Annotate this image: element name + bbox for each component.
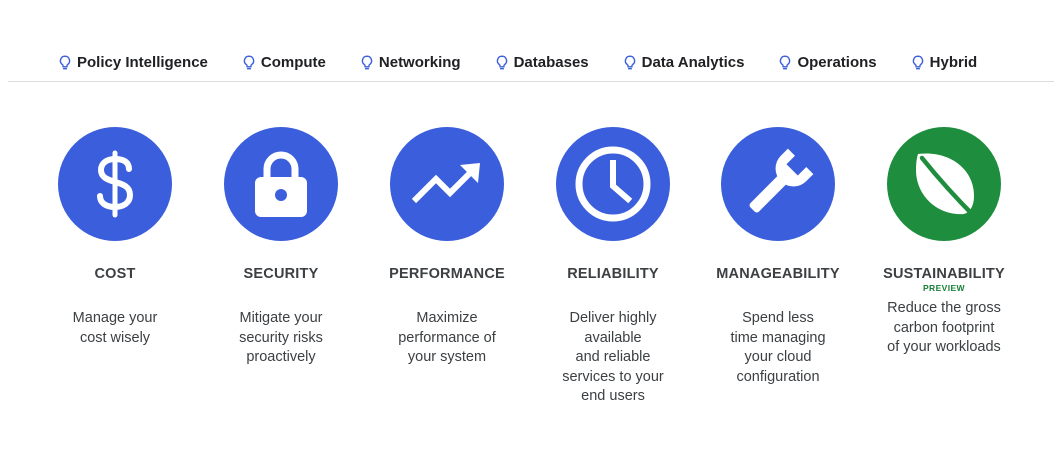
description-line: your cloud — [744, 349, 812, 365]
lightbulb-icon — [911, 54, 925, 71]
pillar-description: Mitigate your security risks proactively — [216, 309, 346, 368]
description-line: your system — [407, 349, 487, 365]
pillar-title: SUSTAINABILITY — [883, 266, 1005, 282]
leaf-icon — [916, 153, 979, 221]
description-line: carbon footprint — [893, 319, 995, 336]
description-line: Reduce the gross — [887, 300, 1001, 316]
category-list: Policy Intelligence Compute Networking D… — [58, 54, 977, 71]
pillar-cost[interactable]: COST Manage your cost wisely — [40, 127, 190, 348]
category-label: Compute — [260, 54, 326, 71]
description-line: Mitigate your — [239, 310, 323, 326]
pillar-description: Maximize performance of your system — [382, 309, 512, 368]
category-operations[interactable]: Operations — [778, 54, 877, 71]
category-compute[interactable]: Compute — [242, 54, 326, 71]
category-bar: Policy Intelligence Compute Networking D… — [0, 0, 1061, 82]
pillar-circle — [556, 127, 670, 241]
category-data-analytics[interactable]: Data Analytics — [623, 54, 745, 71]
description-line: cost wisely — [79, 329, 151, 346]
pillar-security[interactable]: SECURITY Mitigate your security risks pr… — [206, 127, 356, 368]
description-line: Maximize — [416, 310, 478, 326]
lightbulb-icon — [360, 54, 374, 71]
pillar-manageability[interactable]: MANAGEABILITY Spend less time managing y… — [703, 127, 853, 387]
description-line: end users — [581, 388, 645, 404]
pillar-title: SECURITY — [243, 266, 319, 282]
pillar-circle — [58, 127, 172, 241]
category-label: Policy Intelligence — [77, 54, 208, 71]
pillar-performance[interactable]: PERFORMANCE Maximize performance of your… — [372, 127, 522, 368]
clock-icon — [575, 146, 651, 222]
lightbulb-icon — [623, 54, 637, 71]
lightbulb-icon — [58, 54, 72, 71]
pillar-description: Deliver highly available and reliable se… — [548, 309, 678, 407]
pillar-circle — [390, 127, 504, 241]
description-line: services to your — [562, 368, 664, 385]
category-databases[interactable]: Databases — [495, 54, 589, 71]
pillar-reliability[interactable]: RELIABILITY Deliver highly available and… — [538, 127, 688, 407]
description-line: and reliable — [575, 349, 651, 365]
description-line: available — [584, 329, 642, 346]
description-line: proactively — [246, 349, 316, 365]
category-hybrid[interactable]: Hybrid — [911, 54, 978, 71]
pillar-circle — [887, 127, 1001, 241]
pillar-title: PERFORMANCE — [389, 266, 505, 282]
lock-icon — [255, 151, 307, 217]
lightbulb-icon — [242, 54, 256, 71]
description-line: Spend less — [742, 310, 814, 326]
wrench-icon — [749, 148, 814, 213]
category-label: Hybrid — [929, 54, 978, 71]
category-policy-intelligence[interactable]: Policy Intelligence — [58, 54, 208, 71]
category-networking[interactable]: Networking — [360, 54, 461, 71]
pillar-sustainability[interactable]: SUSTAINABILITY PREVIEW Reduce the gross … — [869, 127, 1019, 358]
lightbulb-icon — [495, 54, 509, 71]
category-label: Data Analytics — [641, 54, 745, 71]
category-divider — [8, 81, 1054, 82]
pillar-description: Spend less time managing your cloud conf… — [713, 309, 843, 387]
dollar-icon — [97, 150, 134, 218]
description-line: performance of — [398, 329, 496, 346]
pillar-circle — [721, 127, 835, 241]
pillar-title: COST — [94, 266, 136, 282]
pillar-description: Manage your cost wisely — [50, 309, 180, 348]
category-label: Networking — [378, 54, 461, 71]
pillar-title: RELIABILITY — [567, 266, 659, 282]
description-line: configuration — [736, 368, 820, 385]
description-line: security risks — [239, 329, 323, 346]
lightbulb-icon — [778, 54, 792, 71]
category-label: Databases — [513, 54, 589, 71]
trending-up-icon — [411, 163, 480, 204]
description-line: of your workloads — [887, 339, 1001, 355]
pillar-title: MANAGEABILITY — [716, 266, 840, 282]
preview-badge: PREVIEW — [922, 283, 965, 293]
description-line: time managing — [730, 329, 826, 346]
description-line: Deliver highly — [569, 310, 657, 326]
description-line: Manage your — [72, 310, 158, 326]
category-label: Operations — [797, 54, 877, 71]
pillar-circle — [224, 127, 338, 241]
pillar-description: Reduce the gross carbon footprint of you… — [879, 299, 1009, 358]
